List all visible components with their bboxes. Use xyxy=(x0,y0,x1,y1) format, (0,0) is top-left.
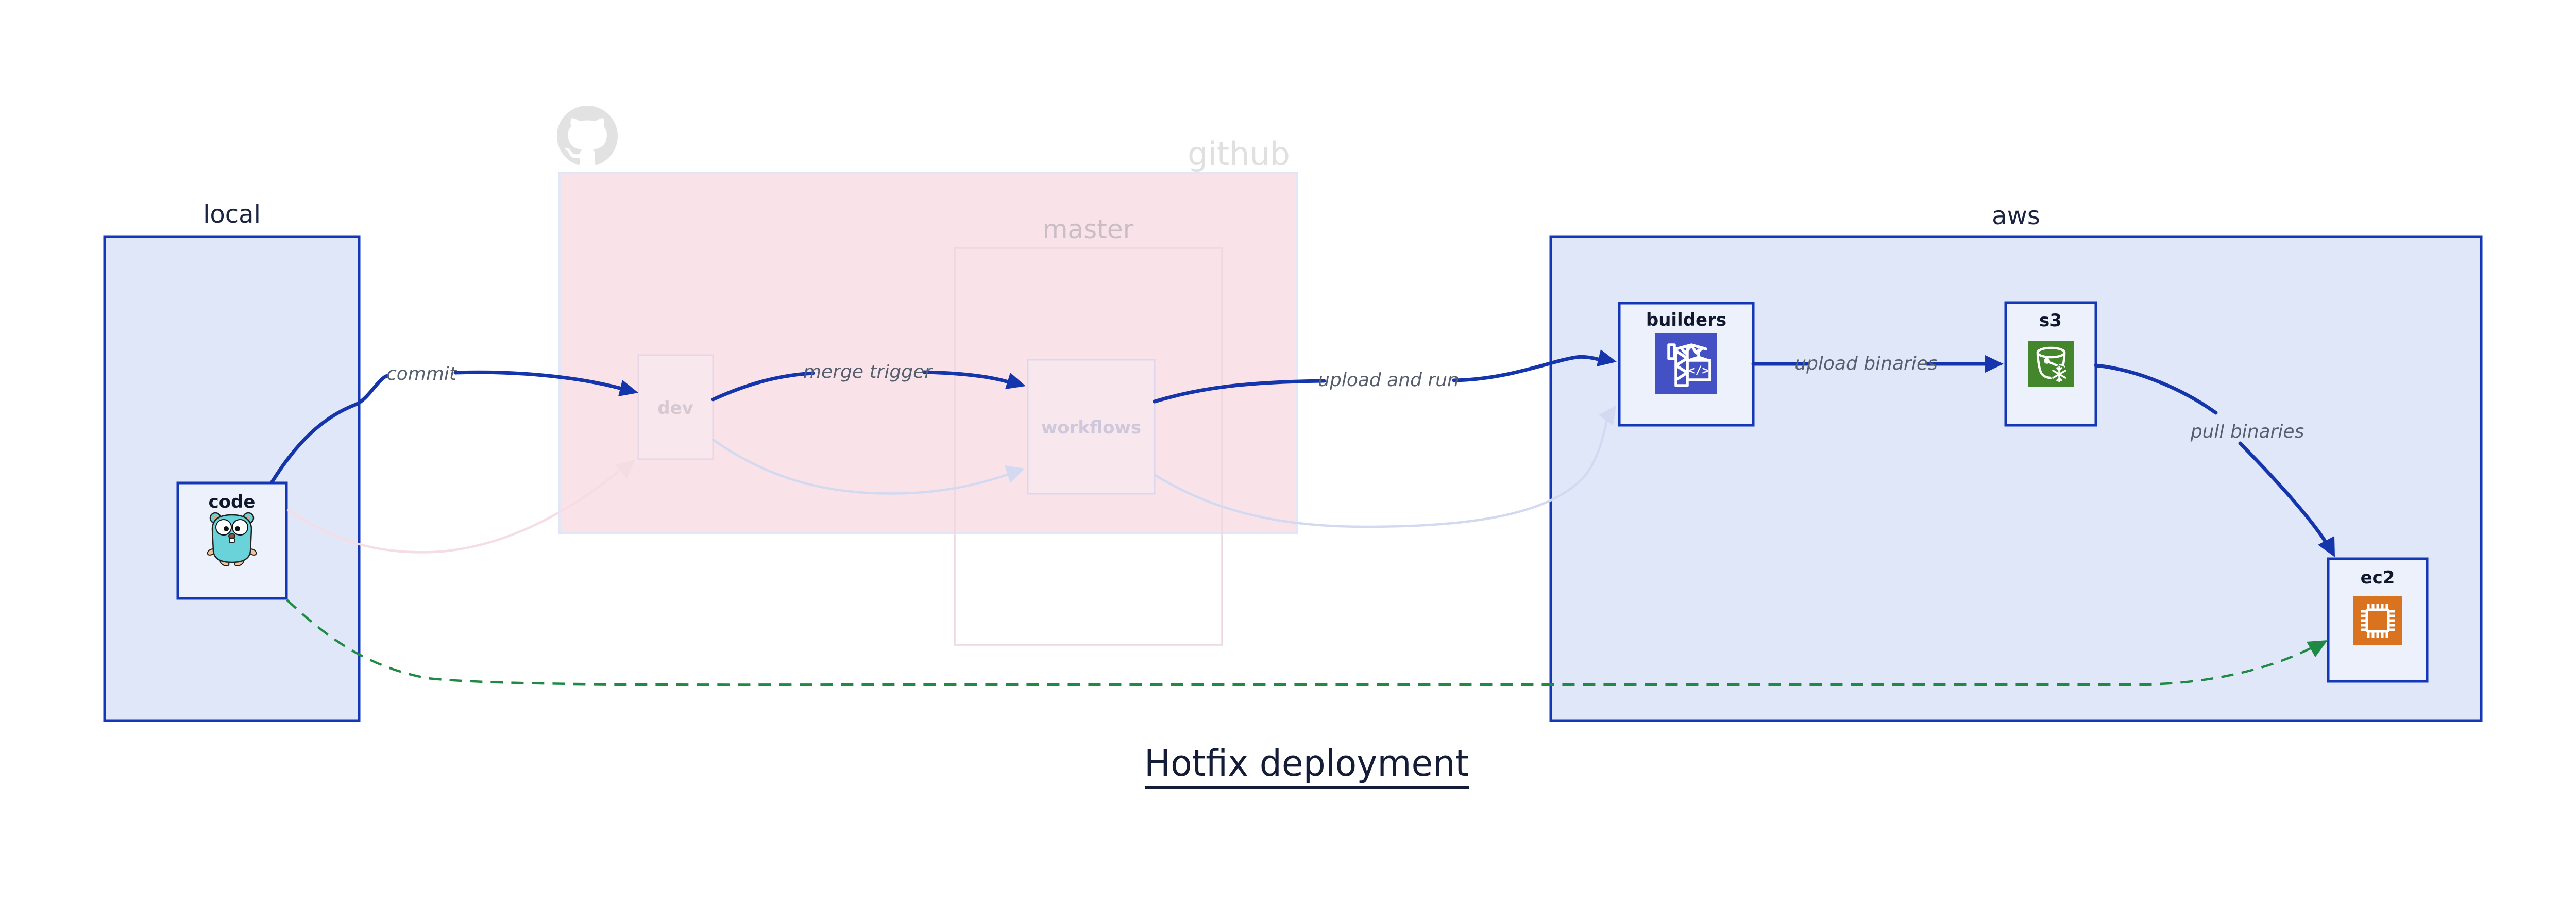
node-builders: builders </> xyxy=(1618,302,1755,427)
master-box xyxy=(954,247,1223,646)
s3-label: s3 xyxy=(2039,310,2062,331)
github-octocat-icon xyxy=(557,106,618,165)
workflows-label: workflows xyxy=(1041,417,1141,438)
dev-label: dev xyxy=(657,398,693,419)
edge-dev-workflows-faded xyxy=(711,438,1025,495)
edge-upload-binaries: upload binaries xyxy=(1751,353,2004,374)
node-workflows: workflows xyxy=(1027,359,1156,495)
group-master: master xyxy=(954,214,1223,646)
faded-lavender-arrowhead-2 xyxy=(1599,405,1616,426)
aws-group-label: aws xyxy=(1992,202,2040,230)
workflows-box xyxy=(1027,359,1156,495)
commit-arrowhead xyxy=(618,380,638,396)
node-s3: s3 xyxy=(2004,301,2097,427)
edge-merge-trigger: merge trigger xyxy=(711,361,1026,402)
edge-commit: commit xyxy=(270,363,638,484)
code-label: code xyxy=(209,492,256,512)
builders-label: builders xyxy=(1646,310,1726,330)
page-title: Hotfix deployment xyxy=(1144,742,1469,784)
merge-trigger-edge-label: merge trigger xyxy=(803,361,933,382)
pull-binaries-arrowhead xyxy=(2318,536,2335,557)
commit-edge-label: commit xyxy=(386,363,457,385)
ec2-chip-icon xyxy=(2353,596,2402,645)
node-ec2: ec2 xyxy=(2327,557,2429,683)
merge-trigger-arrowhead xyxy=(1005,373,1026,389)
local-box xyxy=(103,235,361,722)
s3-bucket-icon xyxy=(2028,341,2074,387)
edge-hotfix-code-ec2 xyxy=(286,599,2328,686)
ec2-label: ec2 xyxy=(2361,567,2395,588)
group-github: github master dev workflows xyxy=(557,106,1298,646)
faded-pink-arrowhead xyxy=(615,460,635,479)
edge-workflows-builders-faded xyxy=(1153,405,1616,528)
edge-upload-and-run: upload and run xyxy=(1153,349,1617,404)
faded-lavender-arrowhead-1 xyxy=(1005,465,1025,483)
codebuild-code-glyph: </> xyxy=(1688,364,1709,377)
upload-binaries-edge-label: upload binaries xyxy=(1794,353,1938,374)
node-dev: dev xyxy=(637,354,714,460)
dev-box xyxy=(637,354,714,460)
hotfix-arrowhead xyxy=(2307,640,2328,657)
codebuild-icon: </> xyxy=(1655,333,1717,394)
master-group-label: master xyxy=(1043,214,1134,244)
title-underline xyxy=(1145,786,1469,789)
local-group-label: local xyxy=(203,200,261,229)
upload-binaries-arrowhead xyxy=(1985,355,2004,373)
gopher-icon xyxy=(207,512,257,566)
edge-code-dev-faded xyxy=(286,460,635,554)
github-group-label: github xyxy=(1188,135,1290,173)
upload-and-run-arrowhead xyxy=(1597,349,1617,366)
upload-and-run-edge-label: upload and run xyxy=(1318,370,1459,391)
github-box xyxy=(558,172,1298,534)
group-local: local code xyxy=(103,200,361,722)
diagram-title: Hotfix deployment xyxy=(1144,742,1469,789)
node-code: code xyxy=(176,481,288,600)
group-aws: aws builders </> xyxy=(1549,202,2483,722)
edge-pull-binaries: pull binaries xyxy=(2094,363,2335,557)
pull-binaries-edge-label: pull binaries xyxy=(2190,421,2304,442)
